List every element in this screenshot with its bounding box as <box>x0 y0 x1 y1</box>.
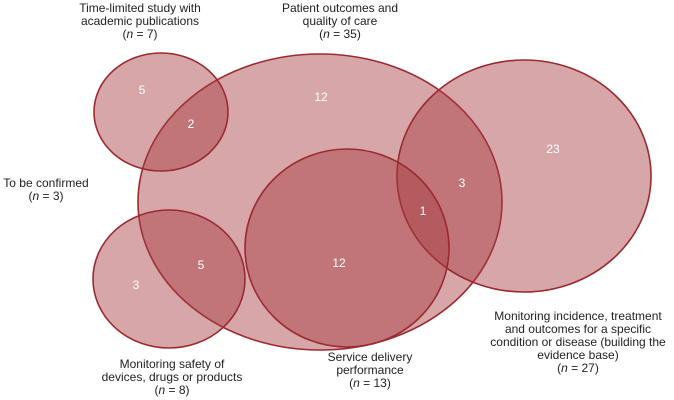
label-monitoring-safety-line2: devices, drugs or products <box>101 370 243 384</box>
label-to-be-confirmed-n: (n = 3) <box>28 189 64 203</box>
label-service-delivery-line1: Service delivery <box>327 350 413 364</box>
label-monitoring-safety-n: (n = 8) <box>154 383 190 397</box>
ellipse-monitoring-incidence <box>396 59 652 293</box>
label-patient-outcomes-n: (n = 35) <box>319 27 361 41</box>
label-patient-outcomes: Patient outcomes and quality of care (n … <box>270 2 410 41</box>
label-service-delivery-line2: performance <box>336 363 404 377</box>
count-patient-service: 12 <box>332 256 346 270</box>
count-patient-service-incidence: 1 <box>420 204 427 218</box>
label-to-be-confirmed: To be confirmed (n = 3) <box>0 177 92 203</box>
ellipse-patient-outcomes <box>137 53 503 351</box>
label-service-delivery-n: (n = 13) <box>349 376 391 390</box>
label-to-be-confirmed-line1: To be confirmed <box>3 176 89 190</box>
label-monitoring-incidence-line2: and outcomes for a specific <box>504 322 652 336</box>
count-patient-only: 12 <box>314 90 328 104</box>
label-time-limited-line2: academic publications <box>80 14 200 28</box>
count-time-limited-patient: 2 <box>188 117 195 131</box>
count-time-limited-only: 5 <box>139 83 146 97</box>
label-monitoring-incidence-n: (n = 27) <box>557 361 599 375</box>
label-monitoring-incidence-line4: evidence base) <box>537 348 619 362</box>
label-monitoring-incidence-line3: condition or disease (building the <box>490 335 666 349</box>
label-patient-outcomes-line2: quality of care <box>302 14 378 28</box>
label-time-limited-line1: Time-limited study with <box>79 1 201 15</box>
label-monitoring-safety-line1: Monitoring safety of <box>119 357 225 371</box>
label-monitoring-incidence: Monitoring incidence, treatment and outc… <box>482 310 674 375</box>
count-incidence-only: 23 <box>546 142 560 156</box>
ellipse-service-delivery <box>244 148 450 348</box>
count-safety-only: 3 <box>133 278 140 292</box>
label-monitoring-incidence-line1: Monitoring incidence, treatment <box>494 309 662 323</box>
ellipse-monitoring-safety <box>92 209 246 349</box>
count-patient-incidence: 3 <box>459 176 466 190</box>
label-patient-outcomes-line1: Patient outcomes and <box>281 1 399 15</box>
ellipse-time-limited <box>93 52 229 172</box>
label-time-limited: Time-limited study with academic publica… <box>65 2 215 41</box>
label-service-delivery: Service delivery performance (n = 13) <box>310 351 430 390</box>
label-monitoring-safety: Monitoring safety of devices, drugs or p… <box>92 358 252 397</box>
count-safety-patient: 5 <box>198 258 205 272</box>
label-time-limited-n: (n = 7) <box>122 27 158 41</box>
